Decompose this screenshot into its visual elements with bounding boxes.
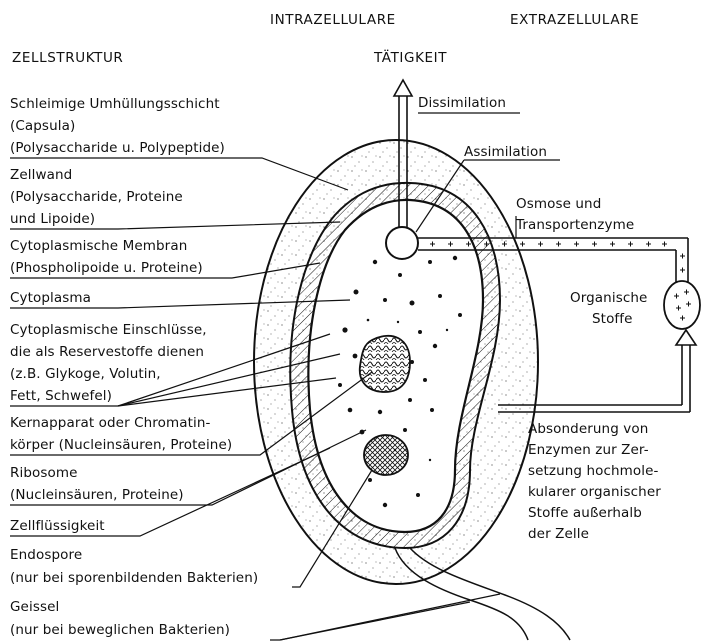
endospore	[364, 435, 408, 475]
organische-stoffe-vessel	[664, 281, 700, 329]
assimilation-vesicle	[386, 227, 418, 259]
nucleoid	[360, 336, 410, 392]
